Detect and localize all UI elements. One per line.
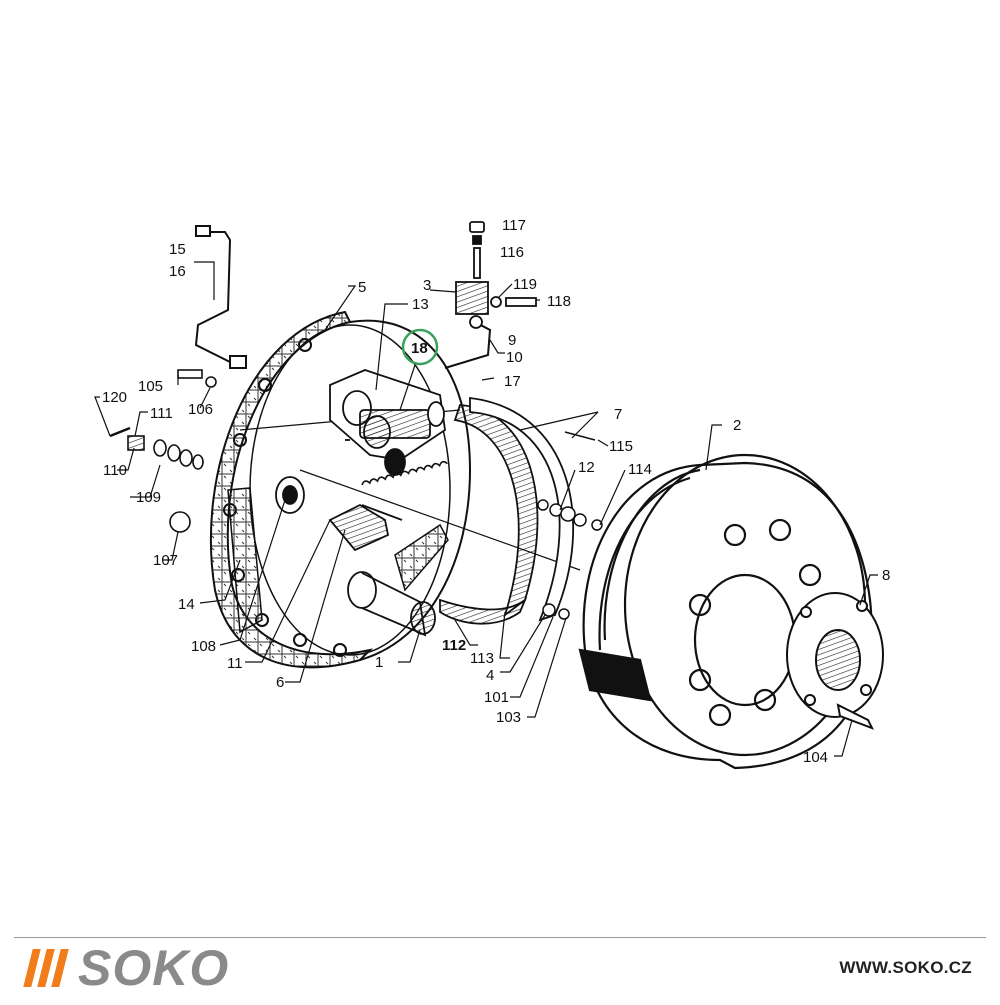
label-114: 114 bbox=[628, 461, 652, 478]
label-15: 15 bbox=[169, 241, 186, 258]
label-5: 5 bbox=[358, 279, 366, 296]
label-105: 105 bbox=[138, 378, 163, 395]
brake-pipes bbox=[194, 225, 492, 369]
label-106: 106 bbox=[188, 401, 213, 418]
label-108: 108 bbox=[191, 638, 216, 655]
label-119: 119 bbox=[513, 276, 537, 293]
label-103: 103 bbox=[496, 709, 521, 726]
brake-shoes bbox=[439, 396, 574, 625]
label-1: 1 bbox=[375, 654, 383, 671]
label-115: 115 bbox=[609, 438, 633, 455]
wheel-cylinder bbox=[329, 369, 446, 476]
label-9: 9 bbox=[508, 332, 516, 349]
label-104: 104 bbox=[803, 749, 828, 766]
part-labels: 1 2 3 4 5 6 7 8 9 10 11 12 13 14 15 16 1… bbox=[102, 217, 890, 766]
leader-lines bbox=[94, 261, 878, 757]
soko-logo: SOKO bbox=[23, 940, 230, 996]
small-hardware bbox=[537, 431, 603, 620]
label-117: 117 bbox=[502, 217, 526, 234]
label-4: 4 bbox=[486, 667, 494, 684]
label-13: 13 bbox=[412, 296, 429, 313]
loose-fasteners bbox=[109, 369, 217, 533]
hub-flange bbox=[786, 592, 884, 730]
label-112: 112 bbox=[442, 637, 466, 654]
label-113: 113 bbox=[470, 650, 494, 667]
return-spring bbox=[361, 460, 448, 486]
label-110: 110 bbox=[103, 462, 127, 479]
label-2: 2 bbox=[733, 417, 741, 434]
banjo-fitting bbox=[455, 221, 537, 329]
label-107: 107 bbox=[153, 552, 178, 569]
label-116: 116 bbox=[500, 244, 524, 261]
label-120: 120 bbox=[102, 389, 127, 406]
logo-bars-icon bbox=[23, 949, 69, 987]
label-118: 118 bbox=[547, 293, 571, 310]
label-6: 6 bbox=[276, 674, 284, 691]
footer-divider bbox=[14, 937, 986, 938]
highlight-ring bbox=[401, 328, 439, 366]
label-16: 16 bbox=[169, 263, 186, 280]
label-12: 12 bbox=[578, 459, 595, 476]
logo-wordmark: SOKO bbox=[78, 940, 230, 996]
label-109: 109 bbox=[136, 489, 161, 506]
label-17: 17 bbox=[504, 373, 521, 390]
brake-lining-left bbox=[227, 487, 449, 634]
label-14: 14 bbox=[178, 596, 195, 613]
label-18: 18 bbox=[411, 340, 428, 357]
label-111: 111 bbox=[150, 405, 173, 422]
label-10: 10 bbox=[506, 349, 523, 366]
label-11: 11 bbox=[227, 655, 243, 672]
label-101: 101 bbox=[484, 689, 509, 706]
label-7: 7 bbox=[614, 406, 622, 423]
label-8: 8 bbox=[882, 567, 890, 584]
label-3: 3 bbox=[423, 277, 431, 294]
website-url: WWW.SOKO.CZ bbox=[839, 958, 972, 977]
